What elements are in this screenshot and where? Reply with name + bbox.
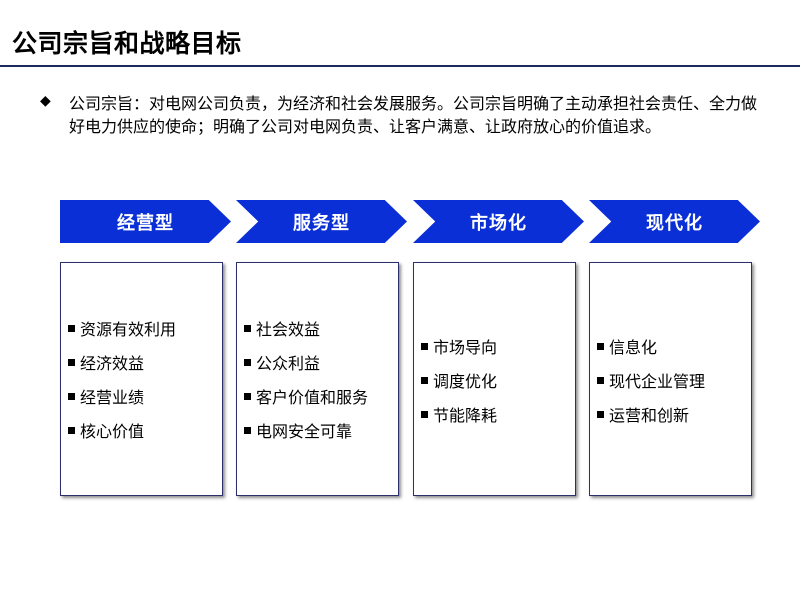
square-bullet-icon [244,325,251,332]
bullet-list: 市场导向 调度优化 节能降耗 [421,331,571,433]
square-bullet-icon [68,427,75,434]
list-item: 核心价值 [68,415,218,449]
chevron-business: 经营型 [60,200,231,243]
list-item: 电网安全可靠 [244,415,394,449]
list-item: 资源有效利用 [68,313,218,347]
square-bullet-icon [244,427,251,434]
chevron-label: 服务型 [293,212,350,234]
column-box-service: 社会效益 公众利益 客户价值和服务 电网安全可靠 [236,262,399,496]
bullet-list: 资源有效利用 经济效益 经营业绩 核心价值 [68,313,218,449]
chevron-label: 市场化 [470,212,527,234]
column-box-business: 资源有效利用 经济效益 经营业绩 核心价值 [60,262,223,496]
chevron-label: 经营型 [117,212,174,234]
list-item: 现代企业管理 [597,365,747,399]
square-bullet-icon [421,411,428,418]
list-item: 公众利益 [244,347,394,381]
bullet-list: 社会效益 公众利益 客户价值和服务 电网安全可靠 [244,313,394,449]
square-bullet-icon [597,411,604,418]
list-item: 经济效益 [68,347,218,381]
list-item: 调度优化 [421,365,571,399]
square-bullet-icon [597,343,604,350]
list-item: 市场导向 [421,331,571,365]
list-item: 节能降耗 [421,399,571,433]
list-item: 信息化 [597,331,747,365]
page-title: 公司宗旨和战略目标 [12,29,242,58]
column-box-market: 市场导向 调度优化 节能降耗 [413,262,576,496]
square-bullet-icon [68,393,75,400]
chevron-process-row: 经营型 服务型 市场化 现代化 [60,200,766,243]
chevron-service: 服务型 [236,200,407,243]
chevron-market: 市场化 [413,200,584,243]
list-item: 运营和创新 [597,399,747,433]
list-item: 客户价值和服务 [244,381,394,415]
title-divider [0,65,800,67]
square-bullet-icon [421,377,428,384]
chevron-modern: 现代化 [589,200,760,243]
square-bullet-icon [68,359,75,366]
column-box-modern: 信息化 现代企业管理 运营和创新 [589,262,752,496]
intro-text: 公司宗旨：对电网公司负责，为经济和社会发展服务。公司宗旨明确了主动承担社会责任、… [69,94,758,136]
diamond-bullet-icon: ◆ [40,93,51,109]
list-item: 经营业绩 [68,381,218,415]
square-bullet-icon [244,359,251,366]
bullet-list: 信息化 现代企业管理 运营和创新 [597,331,747,433]
square-bullet-icon [597,377,604,384]
intro-paragraph: ◆ 公司宗旨：对电网公司负责，为经济和社会发展服务。公司宗旨明确了主动承担社会责… [40,92,765,138]
chevron-label: 现代化 [646,212,703,234]
list-item: 社会效益 [244,313,394,347]
square-bullet-icon [421,343,428,350]
square-bullet-icon [244,393,251,400]
square-bullet-icon [68,325,75,332]
